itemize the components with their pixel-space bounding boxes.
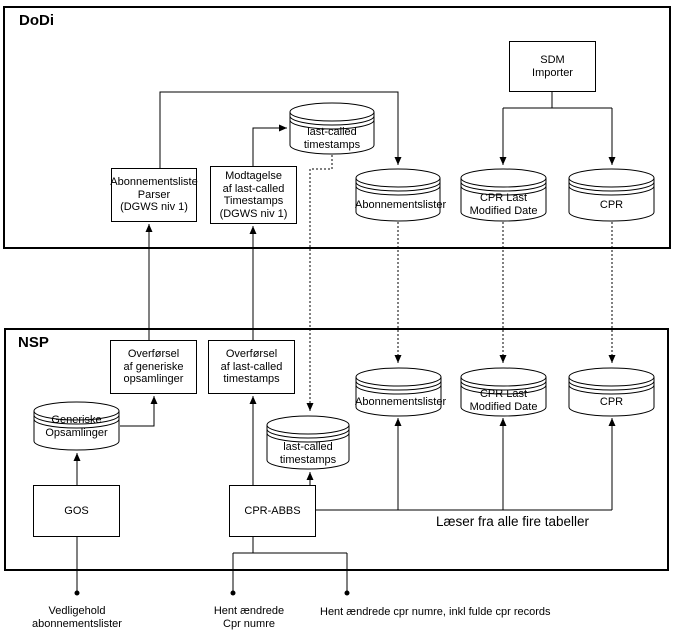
nsp-abonnementslister-cylinder: Abonnementslister — [355, 367, 447, 417]
nsp-cprlast-label: CPR Last Modified Date — [469, 388, 538, 413]
nsp-abonnementslister-label: Abonnementslister — [355, 395, 447, 408]
sdm-importer-box: SDM Importer — [509, 41, 596, 92]
nsp-cprlast-cylinder: CPR Last Modified Date — [460, 367, 547, 417]
nsp-cpr-label: CPR — [599, 395, 624, 408]
cylinder-shape — [568, 168, 655, 222]
cylinder-shape — [568, 367, 655, 417]
nsp-lastcalled-label: last-called timestamps — [279, 441, 337, 466]
hent-cpr-note: Hent ændrede Cpr numre — [213, 605, 285, 630]
nsp-group-box — [4, 328, 669, 571]
line-cprabbs-bottom-split — [232, 537, 348, 591]
nsp-generiske-cylinder: Generiske Opsamlinger — [33, 401, 120, 451]
endpoint-dot-hent-cpr — [230, 590, 236, 596]
endpoint-dot-vedligehold — [74, 590, 80, 596]
cylinder-shape — [355, 367, 442, 417]
dodi-cpr-label: CPR — [599, 198, 624, 211]
laeser-note: Læser fra alle fire tabeller — [435, 514, 590, 529]
dodi-abonnementslister-label: Abonnementslister — [355, 198, 447, 211]
dodi-lastcalled-label: last-called timestamps — [303, 126, 361, 151]
dodi-group-box — [3, 6, 671, 249]
arrow-modtagelse-to-dodi-lastcalled — [252, 124, 287, 166]
nsp-group-label: NSP — [18, 334, 49, 351]
overforsel-generiske-box: Overførsel af generiske opsamlinger — [110, 340, 197, 394]
cpr-abbs-box: CPR-ABBS — [229, 485, 316, 537]
gos-box: GOS — [33, 485, 120, 537]
dotted-dodi-lastcalled-to-nsp-lastcalled — [306, 155, 333, 411]
hent-fulde-note: Hent ændrede cpr numre, inkl fulde cpr r… — [320, 606, 551, 618]
cylinder-shape — [33, 401, 120, 451]
dodi-abonnementslister-cylinder: Abonnementslister — [355, 168, 447, 222]
vedligehold-note: Vedligehold abonnementslister — [32, 605, 122, 630]
dodi-cpr-cylinder: CPR — [568, 168, 655, 222]
arrow-parser-to-dodi-abonnementslister — [159, 91, 402, 168]
dodi-group-label: DoDi — [19, 12, 54, 29]
dodi-cprlast-label: CPR Last Modified Date — [469, 192, 538, 217]
cylinder-shape — [460, 168, 547, 222]
line-sdm-split — [503, 92, 612, 109]
nsp-cpr-cylinder: CPR — [568, 367, 655, 417]
overforsel-lastcalled-box: Overførsel af last-called timestamps — [208, 340, 295, 394]
cylinder-shape — [266, 415, 350, 470]
nsp-generiske-label: Generiske Opsamlinger — [45, 414, 108, 439]
cylinder-shape — [355, 168, 441, 222]
dodi-cprlast-cylinder: CPR Last Modified Date — [460, 168, 547, 222]
modtagelse-timestamps-box: Modtagelse af last-called Timestamps (DG… — [210, 166, 297, 224]
cylinder-shape — [460, 367, 547, 417]
nsp-lastcalled-cylinder: last-called timestamps — [266, 415, 350, 470]
abonnementsliste-parser-box: Abonnementsliste Parser (DGWS niv 1) — [110, 168, 198, 222]
endpoint-dot-hent-fulde — [344, 590, 350, 596]
arrow-generiske-to-overforsel — [120, 396, 158, 427]
cylinder-shape — [289, 102, 375, 155]
dodi-lastcalled-cylinder: last-called timestamps — [289, 102, 375, 155]
